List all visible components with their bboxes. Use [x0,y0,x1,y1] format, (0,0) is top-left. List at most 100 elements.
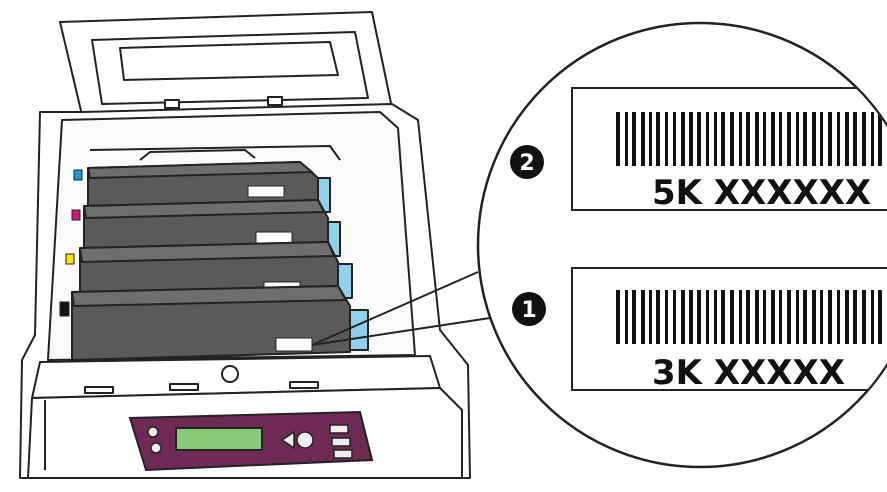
barcode-1-bar [763,290,766,344]
barcode-1-bar [721,290,725,344]
lid-latch-right [267,96,283,106]
barcode-1-bar [755,290,759,344]
barcode-2-bar [632,112,636,166]
barcode-1-bar [730,290,734,344]
panel-button-2 [150,442,162,454]
barcode-1-bar [828,290,832,344]
control-panel [128,410,374,472]
barcode-1-bar [616,290,620,344]
barcode-2-bar [665,112,668,166]
drum-bay-edge [89,145,341,161]
barcode-1-bar [641,290,645,344]
barcode-2-bar [697,112,701,166]
lid-inner-recess [119,41,339,81]
barcode-1-bar [625,290,628,344]
barcode-2-bar [641,112,645,166]
barcode-2-bar [803,112,807,166]
label-code-2: 5K XXXXXX [652,173,871,213]
barcode-2-bar [763,112,766,166]
barcode-1-bar [681,290,685,344]
drum-bay-rail [139,149,256,161]
panel-key-3 [333,449,353,459]
barcode-1-bar [853,290,857,344]
toner-cartridge-cyan [73,161,331,213]
barcode-2-bar [681,112,685,166]
barcode-2 [616,112,882,166]
barcode-2-bar [820,112,823,166]
panel-key-1 [329,424,349,434]
cartridge-yellow-indicator [65,253,75,265]
badge-1-number: 1 [521,298,536,323]
barcode-2-bar [771,112,775,166]
cartridge-cyan-barcode [247,185,285,198]
badge-2-circle [510,145,544,179]
barcode-1-bar [845,290,849,344]
callout-badge-1: 1 [512,292,546,326]
toner-cartridges [59,161,369,361]
cartridge-magenta-barcode [255,231,293,244]
barcode-2-bar [649,112,652,166]
barcode-2-bar [871,112,874,166]
barcode-2-bar [853,112,857,166]
label-card-1-frame [571,267,887,391]
panel-ok-button [296,431,314,449]
barcode-1-bar [803,290,807,344]
label-code-1: 3K XXXXX [652,353,845,393]
barcode-1-bar [878,290,882,344]
cartridge-cyan-top [87,161,313,179]
barcode-1-bar [656,290,660,344]
barcode-2-bar [812,112,816,166]
barcode-1-bar [862,290,866,344]
barcode-2-bar [689,112,693,166]
cartridge-black-barcode [275,337,313,352]
front-slot-center [169,383,199,391]
front-button [221,365,239,383]
label-card-2: 5K XXXXXX [571,87,887,213]
barcode-1-bar [837,290,840,344]
barcode-1-bar [796,290,799,344]
barcode-2-bar [721,112,725,166]
barcode-2-bar [616,112,620,166]
lid-inner-frame [91,31,369,105]
panel-button-1 [147,426,159,438]
callout-badge-2: 2 [510,145,544,179]
barcode-2-bar [706,112,709,166]
barcode-1-bar [632,290,636,344]
barcode-2-bar [656,112,660,166]
barcode-1-bar [649,290,652,344]
front-slot-left [84,386,114,394]
barcode-1-bar [746,290,750,344]
toner-cartridge-black [59,285,369,361]
front-slot-right [289,381,319,389]
barcode-2-bar [796,112,799,166]
barcode-1-bar [706,290,709,344]
barcode-2-bar [755,112,759,166]
badge-2-number: 2 [519,151,534,176]
label-card-2-frame [571,87,887,211]
cartridge-black-top [71,285,347,307]
badge-1-circle [512,292,546,326]
magnified-labels: 5K XXXXXX 3K XXXXX [571,87,887,393]
cartridge-yellow-top [79,241,335,263]
barcode-2-bar [730,112,734,166]
barcode-2-bar [673,112,676,166]
barcode-2-bar [878,112,882,166]
barcode-1-bar [820,290,823,344]
barcode-2-bar [845,112,849,166]
barcode-2-bar [714,112,717,166]
barcode-2-bar [828,112,832,166]
control-panel-lcd [175,427,263,451]
barcode-1-bar [812,290,816,344]
barcode-2-bar [862,112,866,166]
barcode-1-bar [739,290,742,344]
barcode-1-bar [673,290,676,344]
barcode-2-bar [787,112,791,166]
label-card-1: 3K XXXXX [571,267,887,393]
barcode-1-bar [771,290,775,344]
cartridge-black-indicator [59,301,70,317]
lid-latch-left [164,99,180,109]
barcode-1-bar [697,290,701,344]
barcode-1-bar [665,290,668,344]
